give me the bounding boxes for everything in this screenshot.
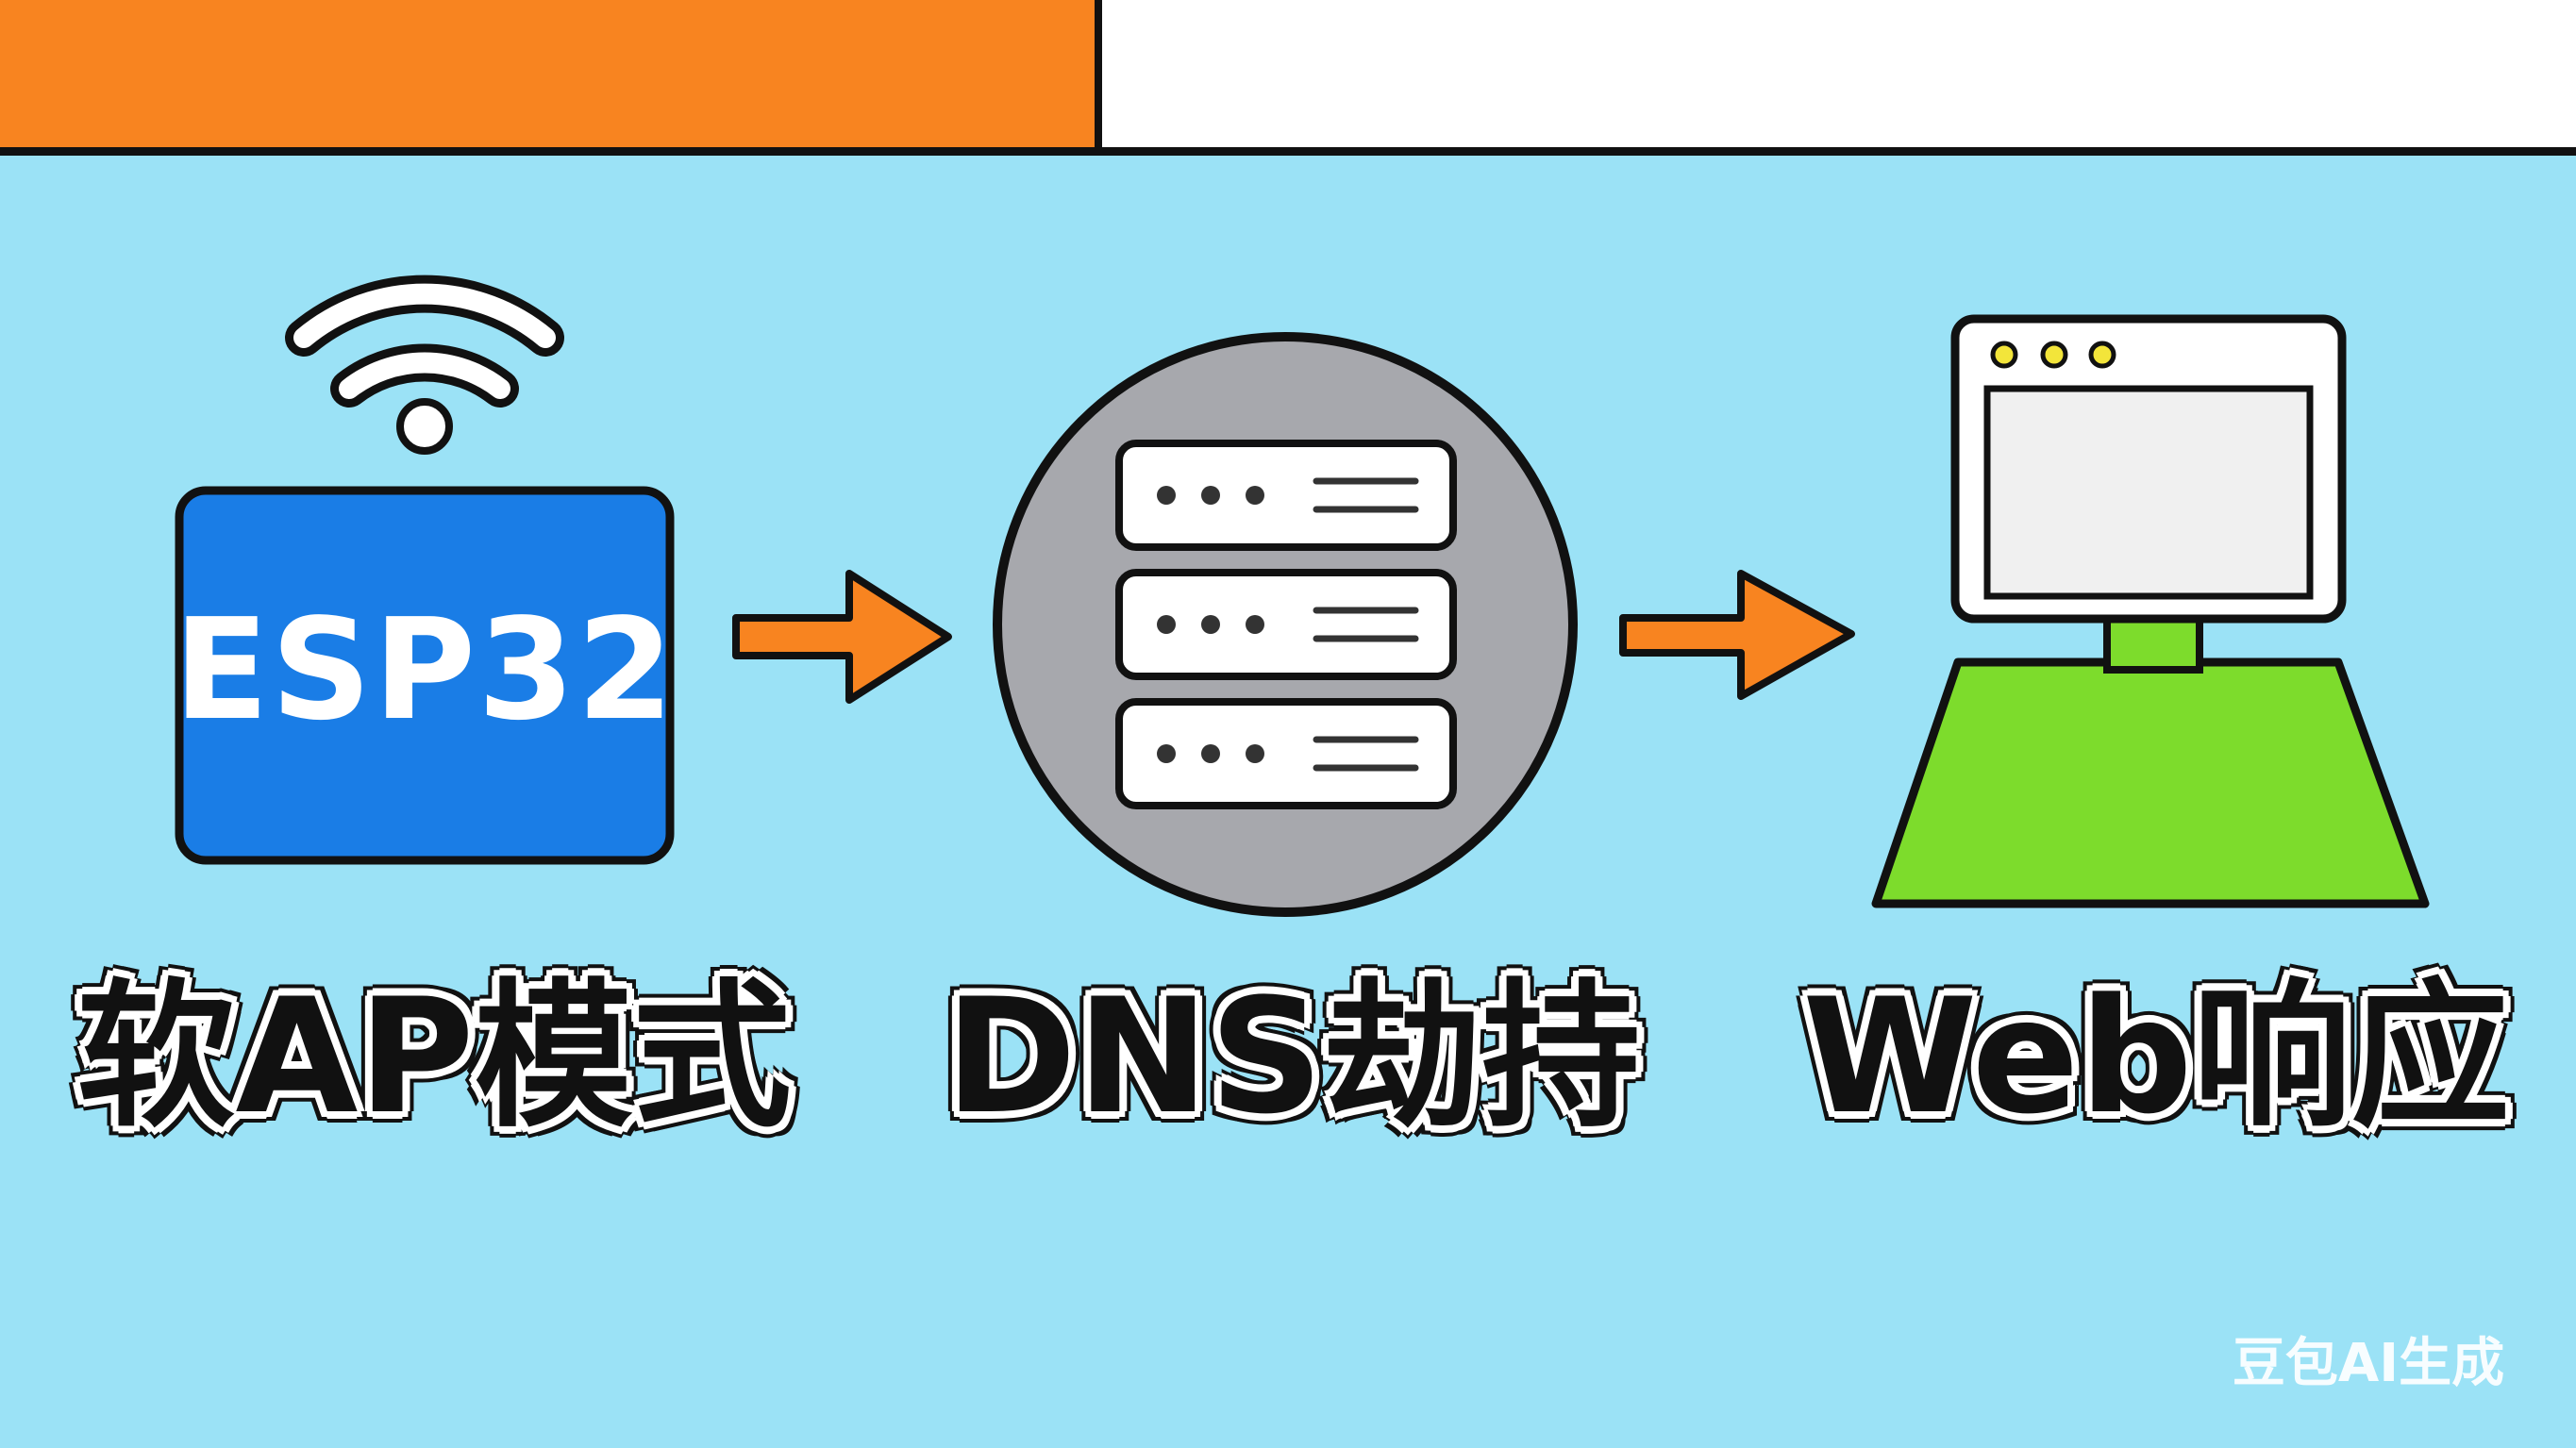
caption-soft-ap-mode: 软AP模式	[76, 963, 792, 1149]
top-orange-panel	[0, 0, 1097, 151]
watermark: 豆包AI生成	[2232, 1332, 2505, 1394]
arrow-right-icon	[1619, 570, 1855, 700]
top-divider	[1095, 0, 1102, 153]
esp32-chip-label: ESP32	[173, 589, 677, 751]
top-band	[0, 0, 2576, 156]
top-white-panel	[1097, 0, 2576, 151]
wifi-icon	[285, 275, 564, 455]
top-border-line	[0, 147, 2576, 156]
server-rack-icon	[993, 332, 1578, 917]
browser-monitor-icon	[1871, 314, 2430, 908]
caption-web-response: Web响应	[1802, 963, 2510, 1149]
esp32-chip	[175, 486, 675, 865]
arrow-right-icon	[732, 570, 952, 704]
caption-dns-hijack: DNS劫持	[945, 963, 1641, 1149]
